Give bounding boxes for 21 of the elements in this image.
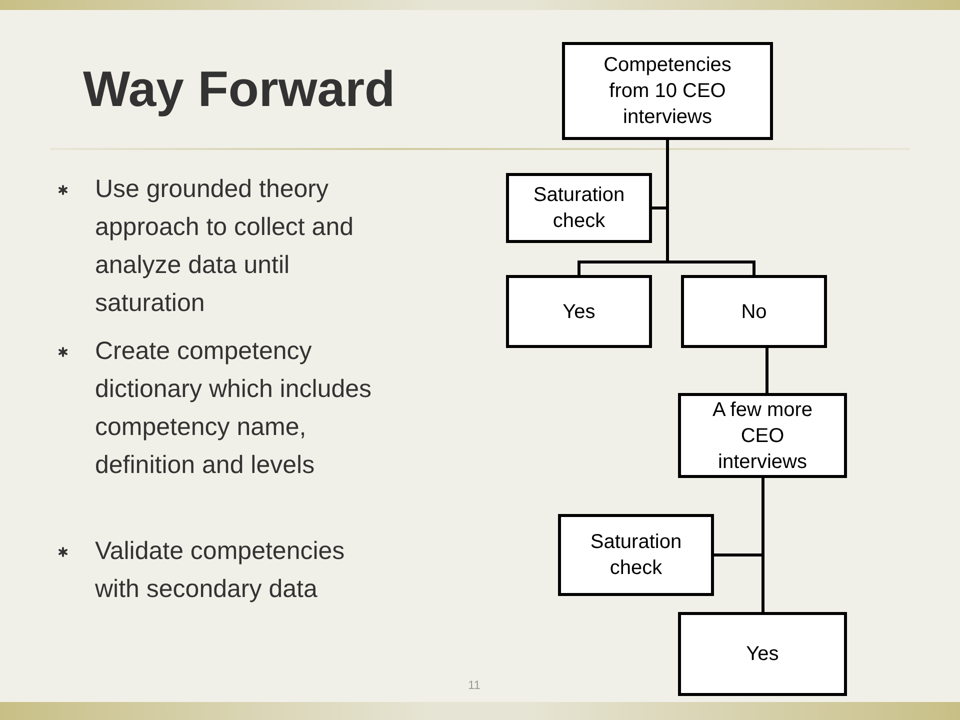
box-label: No: [741, 300, 767, 324]
process-box: [558, 514, 714, 596]
process-box: [678, 612, 847, 696]
box-label: Saturation check: [589, 530, 683, 581]
box-label: Competencies from 10 CEO interviews: [602, 53, 732, 130]
bullet-text: Validate competencies with secondary data: [95, 536, 346, 605]
box-label: Yes: [562, 300, 596, 324]
process-box: [506, 173, 652, 243]
process-box: [681, 275, 827, 348]
process-box: [562, 42, 773, 140]
slide-title: Way Forward: [83, 62, 396, 117]
bullet-text: Create competency dictionary which includes competency name, definition and levels: [95, 336, 373, 481]
connector-line: [766, 348, 768, 393]
connector-line: [666, 140, 756, 275]
page-number: 11: [468, 678, 480, 692]
process-box: [678, 393, 847, 478]
process-box: [506, 275, 652, 348]
box-label: Saturation check: [532, 183, 626, 234]
box-label: Yes: [746, 642, 779, 667]
bullet-text: Use grounded theory approach to collect and analyze data until saturation: [95, 174, 355, 319]
box-label: A few more CEO interviews: [711, 398, 814, 474]
